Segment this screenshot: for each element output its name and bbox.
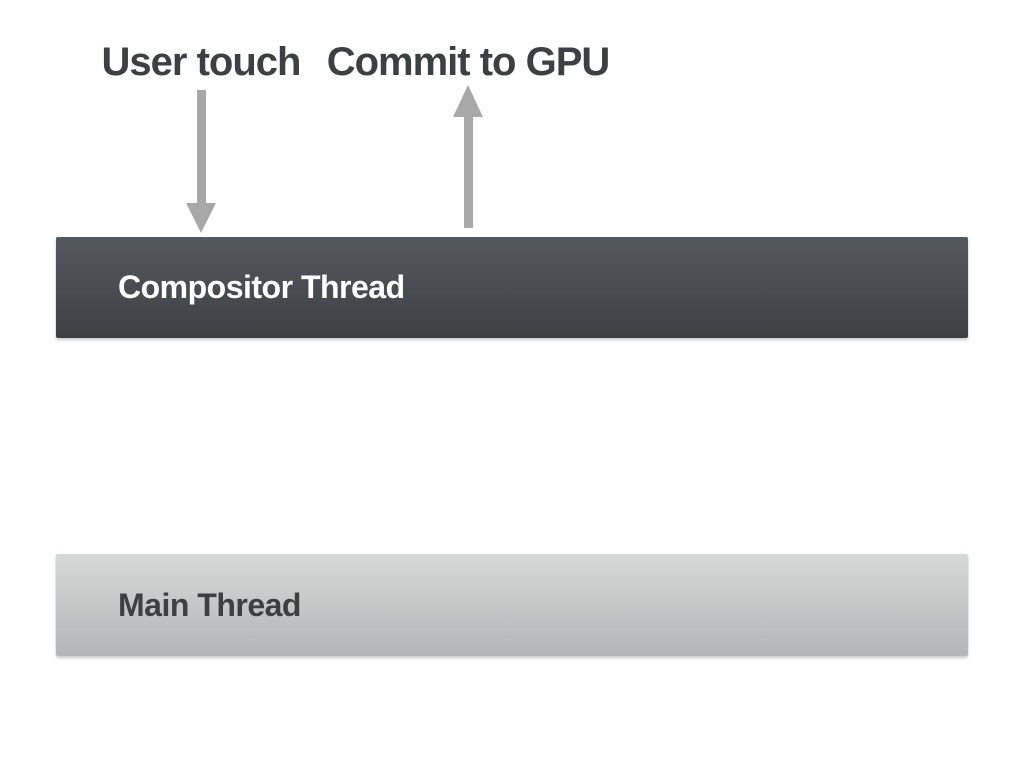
arrow-down-shaft bbox=[197, 90, 206, 205]
compositor-thread-bar: Compositor Thread bbox=[56, 237, 968, 338]
commit-to-gpu-label: Commit to GPU bbox=[326, 40, 611, 84]
arrow-up-shaft bbox=[464, 115, 473, 228]
arrow-down-icon bbox=[186, 90, 217, 233]
arrow-down-head bbox=[186, 203, 216, 233]
arrow-up-head bbox=[453, 85, 483, 117]
user-touch-label: User touch bbox=[101, 40, 302, 84]
compositor-thread-label: Compositor Thread bbox=[118, 269, 405, 305]
main-thread-bar: Main Thread bbox=[56, 554, 968, 656]
main-thread-label: Main Thread bbox=[118, 586, 301, 623]
arrow-up-icon bbox=[453, 85, 484, 228]
